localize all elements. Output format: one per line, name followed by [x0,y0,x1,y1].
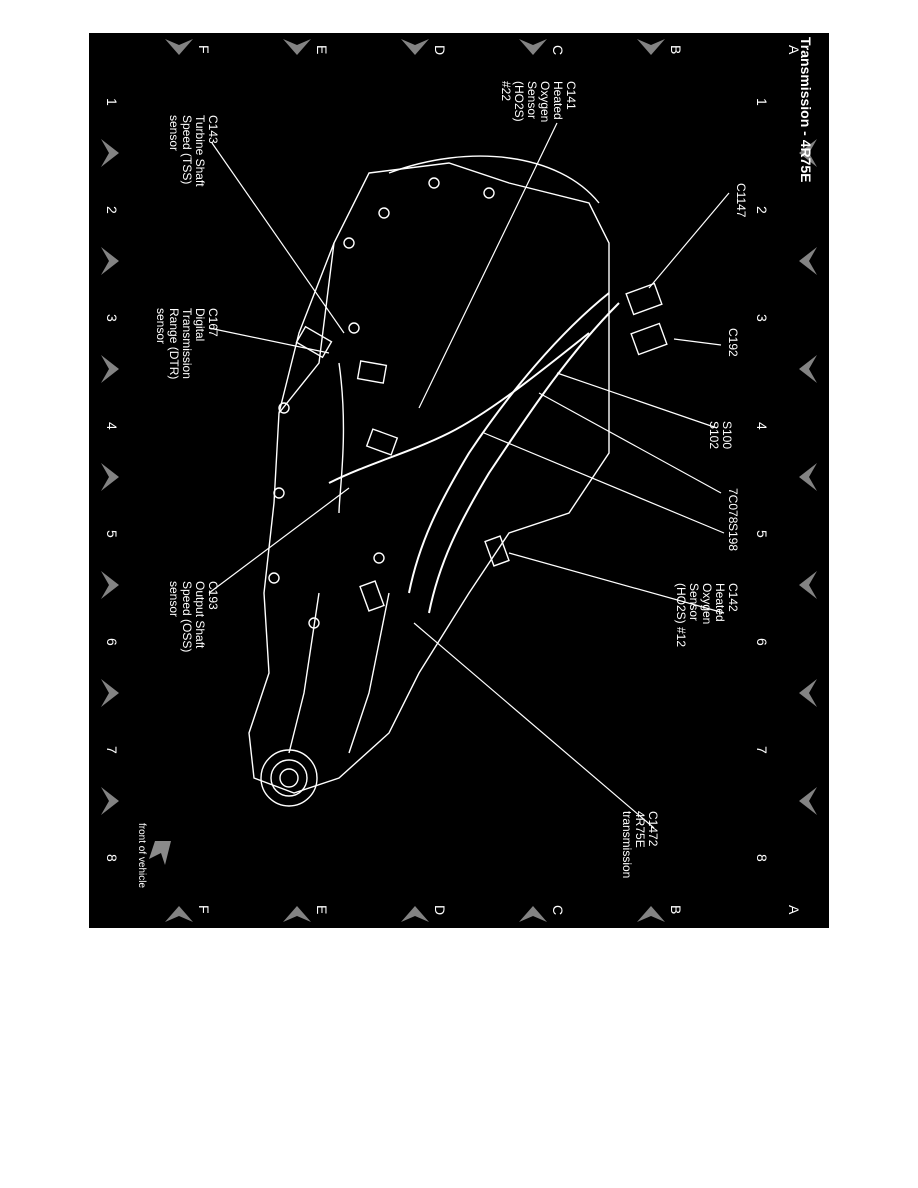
border-chevron [637,39,665,55]
border-chevron [101,139,119,167]
column-label-top: 8 [754,854,770,862]
row-labels-top: A B C D E F [196,45,802,55]
callout-c1147: C1147 [734,183,748,218]
row-label-top: D [432,45,448,55]
row-label-bottom: A [786,905,802,915]
border-chevron [799,247,817,275]
transmission-illustration [248,155,668,807]
row-label-bottom: B [668,905,684,914]
column-label-top: 5 [754,530,770,538]
callout-c192: C192 [726,328,740,357]
callout-c193: C193 Output Shaft Speed (OSS) sensor [167,581,220,656]
row-label-bottom: E [314,905,330,914]
border-chevron [799,571,817,599]
border-chevron [101,247,119,275]
column-label-bottom: 1 [104,98,120,106]
border-chevrons [101,39,817,922]
border-chevron [101,571,119,599]
row-labels-bottom: A B C D E F [196,905,802,915]
row-label-bottom: C [550,905,566,915]
border-chevron [799,463,817,491]
row-label-top: C [550,45,566,55]
column-labels-bottom: 1 2 3 4 5 6 7 8 [104,98,120,862]
column-label-bottom: 6 [104,638,120,646]
border-chevron [283,906,311,922]
diagram-title: Transmission - 4R75E [798,37,814,183]
border-chevron [401,39,429,55]
callout-c167: C167 Digital Transmission Range (DTR) se… [154,308,220,383]
column-label-top: 2 [754,206,770,214]
callout-c1472: C1472 4R75E transmission [620,811,660,878]
column-label-top: 3 [754,314,770,322]
border-chevron [165,906,193,922]
column-label-bottom: 7 [104,746,120,754]
column-label-bottom: 8 [104,854,120,862]
row-label-top: E [314,45,330,54]
callout-7c078: 7C078 [726,488,740,524]
column-label-top: 6 [754,638,770,646]
row-label-bottom: F [196,905,212,914]
callout-s198: S198 [726,523,740,551]
column-label-top: 1 [754,98,770,106]
callout-c143: C143 Turbine Shaft Speed (TSS) sensor [167,115,220,190]
border-chevron [101,787,119,815]
border-chevron [519,906,547,922]
diagram-frame: Transmission - 4R75E 1 2 3 4 5 6 7 8 1 2 3 4 5 6 7 8 A… [89,33,829,928]
column-label-bottom: 3 [104,314,120,322]
column-label-top: 4 [754,422,770,430]
border-chevron [637,906,665,922]
border-chevron [799,679,817,707]
callout-s100-s102: S100 S102 [707,421,734,452]
border-chevron [519,39,547,55]
border-chevron [799,787,817,815]
column-label-top: 7 [754,746,770,754]
row-label-top: F [196,45,212,54]
row-label-bottom: D [432,905,448,915]
border-chevron [401,906,429,922]
column-label-bottom: 5 [104,530,120,538]
column-label-bottom: 2 [104,206,120,214]
front-arrow-icon [149,841,171,865]
callout-c141: C141 Heated Oxygen Sensor (HO2S) #22 [499,81,578,126]
column-label-bottom: 4 [104,422,120,430]
border-chevron [283,39,311,55]
front-of-vehicle-label: front of vehicle [136,823,147,888]
row-label-top: A [786,45,802,55]
border-chevron [101,679,119,707]
callout-leaders [208,122,730,829]
border-chevron [101,463,119,491]
border-chevron [799,139,817,167]
callout-c142: C142 Heated Oxygen Sensor (HO2S) #12 [674,583,740,647]
row-label-top: B [668,45,684,54]
border-chevron [799,355,817,383]
border-chevron [101,355,119,383]
border-chevron [165,39,193,55]
column-labels-top: 1 2 3 4 5 6 7 8 [754,98,770,862]
transmission-diagram: Transmission - 4R75E 1 2 3 4 5 6 7 8 1 2 3 4 5 6 7 8 A… [101,37,817,922]
